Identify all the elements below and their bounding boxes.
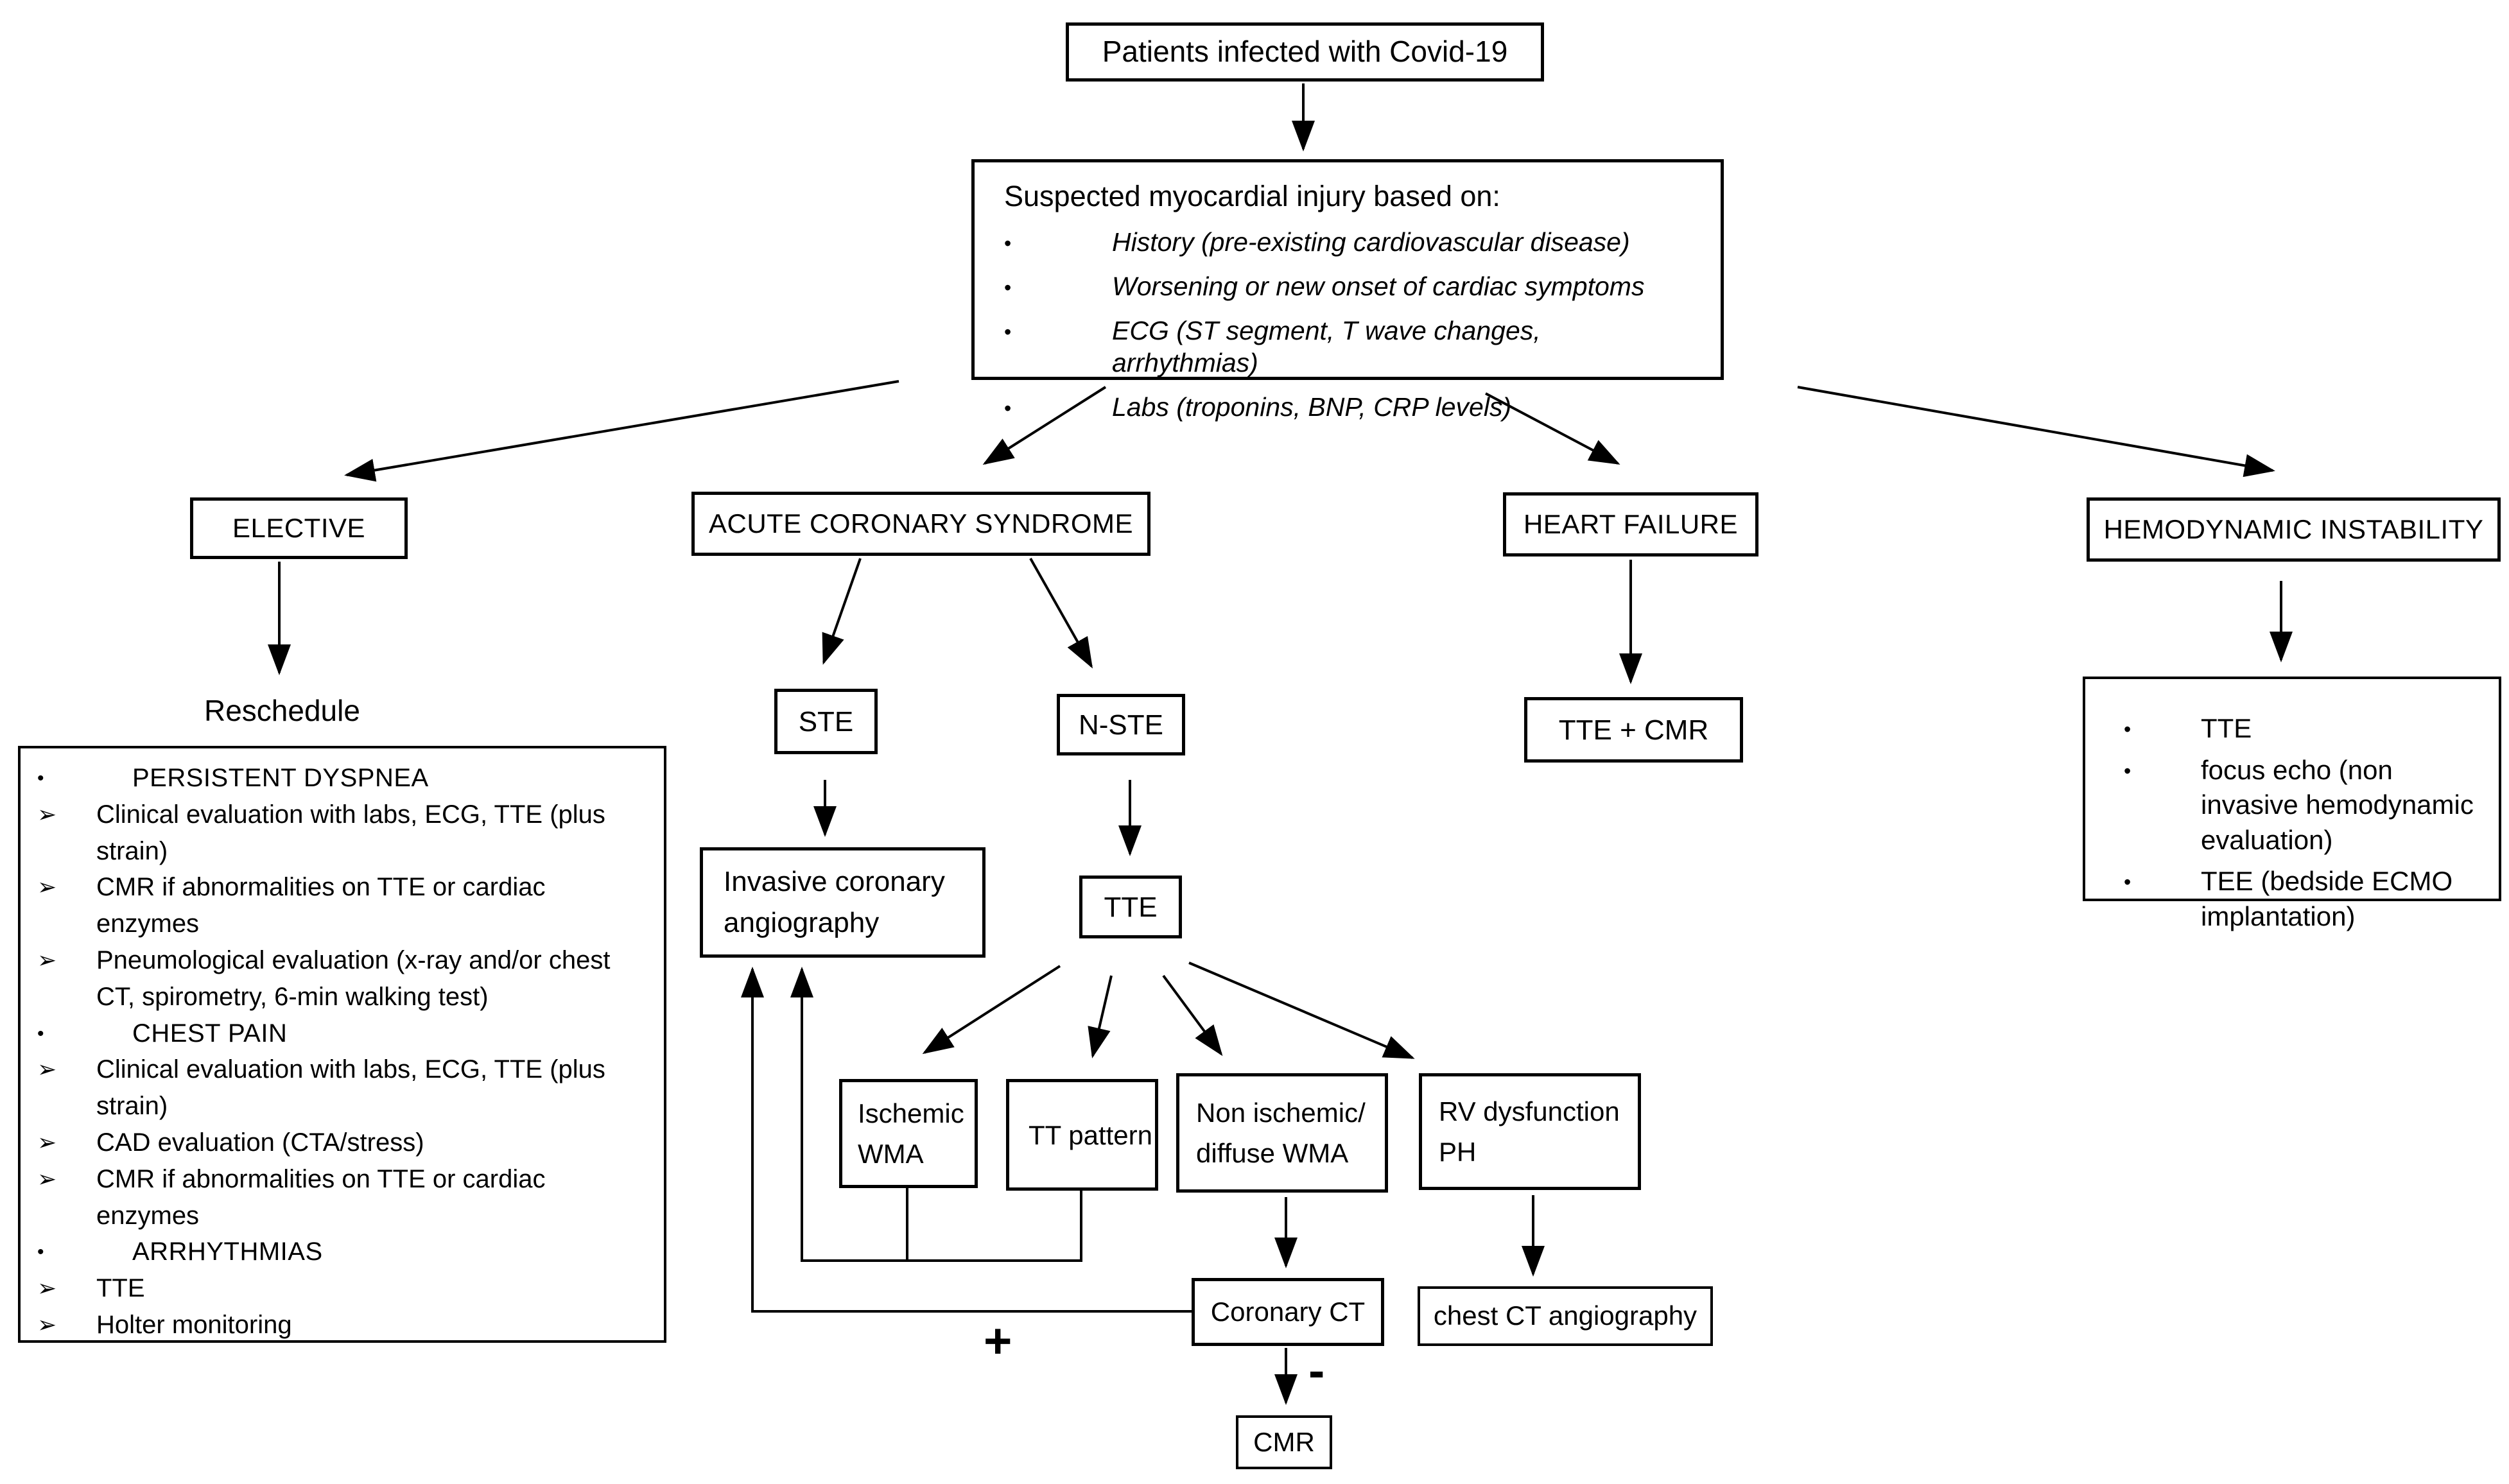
node-coronary-ct: Coronary CT [1192,1278,1384,1346]
chevron-marker-icon: ➢ [37,1056,57,1083]
arrow-suspected-to-heart-failure [1485,392,1620,465]
list-item-text: PERSISTENT DYSPNEA [132,764,429,792]
arrow-acs-to-ste [822,558,862,665]
list-item: • CHEST PAIN [37,1015,650,1052]
list-item-text: Holter monitoring [96,1310,292,1339]
arrow-suspected-to-hemodynamic-instability [1797,386,2275,478]
bullet-marker-icon: • [1004,232,1012,255]
arrow-acs-to-nste [1029,558,1093,669]
list-item: • TEE (bedside ECMO implantation) [2124,864,2482,934]
node-patients: Patients infected with Covid-19 [1066,22,1544,82]
list-item: ➢ CMR if abnormalities on TTE or cardiac … [37,869,650,942]
arrow-suspected-to-acs [982,386,1107,465]
node-tt-pattern: TT pattern [1006,1079,1158,1191]
chevron-marker-icon: ➢ [37,1165,57,1192]
bullet-marker-icon: • [37,1241,44,1263]
list-item-text: Pneumological evaluation (x-ray and/or c… [96,945,611,1011]
list-item: • PERSISTENT DYSPNEA [37,760,650,797]
node-rv-dysfunction: RV dysfunction PH [1419,1073,1641,1190]
list-item-text: Clinical evaluation with labs, ECG, TTE … [96,1055,605,1121]
node-ischemic-wma: Ischemic WMA [839,1079,978,1188]
bullet-marker-icon: • [2124,759,2131,782]
list-item: ➢ Pneumological evaluation (x-ray and/or … [37,942,650,1015]
node-ste: STE [774,689,878,754]
node-acs: ACUTE CORONARY SYNDROME [691,492,1150,556]
bullet-marker-icon: • [1004,397,1012,420]
node-elective-detail: • PERSISTENT DYSPNEA ➢ Clinical evaluation … [18,746,666,1343]
arrow-tte-to-rv-dysfunction [1188,962,1415,1059]
node-nste: N-STE [1057,694,1185,755]
arrow-suspected-to-elective [344,380,899,482]
arrow-tte-to-tt-pattern [1088,975,1113,1058]
label-reschedule: Reschedule [204,694,360,727]
node-heart-failure: HEART FAILURE [1503,492,1758,556]
list-item-text: Labs (troponins, BNP, CRP levels) [1112,392,1512,422]
list-item: • Worsening or new onset of cardiac sympt… [1004,270,1691,302]
list-item: ➢ CMR if abnormalities on TTE or cardiac … [37,1161,650,1234]
node-suspected: Suspected myocardial injury based on: • H… [971,159,1724,422]
arrow-tte-to-ischemic-wma [922,965,1061,1055]
list-item: • Labs (troponins, BNP, CRP levels) [1004,391,1691,423]
list-item-text: Clinical evaluation with labs, ECG, TTE … [96,800,605,865]
arrow-tte-to-non-ischemic-wma [1162,974,1223,1057]
label-coronary-ct-positive: + [984,1314,1012,1368]
node-invasive-angiography: Invasive coronary angiography [700,847,985,958]
node-chest-ct-angiography: chest CT angiography [1418,1286,1713,1346]
node-cmr: CMR [1236,1415,1332,1469]
list-item-text: CMR if abnormalities on TTE or cardiac e… [96,1164,546,1230]
list-item-text: Worsening or new onset of cardiac sympto… [1112,272,1645,302]
list-item-text: TEE (bedside ECMO implantation) [2201,866,2453,931]
bullet-marker-icon: • [37,1022,44,1044]
list-item-text: CAD evaluation (CTA/stress) [96,1128,424,1157]
chevron-marker-icon: ➢ [37,1275,57,1302]
list-item-text: TTE [96,1274,145,1303]
node-tte-cmr: TTE + CMR [1524,697,1743,763]
list-item-text: CMR if abnormalities on TTE or cardiac e… [96,873,546,938]
list-item-text: CHEST PAIN [132,1019,288,1048]
path-coronary-ct-positive-to-invasive [741,967,1192,1313]
chevron-marker-icon: ➢ [37,946,57,973]
suspected-criteria-list: • History (pre-existing cardiovascular di… [1004,226,1691,423]
bullet-marker-icon: • [2124,718,2131,741]
elective-detail-list: • PERSISTENT DYSPNEA ➢ Clinical evaluation … [37,760,650,1343]
list-item: • ARRHYTHMIAS [37,1234,650,1270]
list-item: ➢ CAD evaluation (CTA/stress) [37,1125,650,1161]
chevron-marker-icon: ➢ [37,800,57,827]
hemodynamic-detail-list: • TTE • focus echo (non invasive hemodynami… [2124,711,2482,935]
list-item: ➢ Holter monitoring [37,1307,650,1343]
chevron-marker-icon: ➢ [37,1311,57,1338]
list-item: ➢ Clinical evaluation with labs, ECG, TTE… [37,797,650,870]
list-item-text: TTE [2201,713,2252,743]
list-item: ➢ TTE [37,1270,650,1307]
node-non-ischemic-wma: Non ischemic/ diffuse WMA [1176,1073,1388,1193]
list-item: ➢ Clinical evaluation with labs, ECG, TTE… [37,1051,650,1125]
node-tte: TTE [1079,876,1182,938]
list-item-text: focus echo (non invasive hemodynamic eva… [2201,754,2474,855]
list-item-text: ECG (ST segment, T wave changes, arrhyth… [1112,316,1541,378]
list-item: • TTE [2124,711,2482,746]
chevron-marker-icon: ➢ [37,1128,57,1155]
label-coronary-ct-negative: - [1308,1343,1325,1398]
list-item-text: History (pre-existing cardiovascular dis… [1112,227,1630,257]
chevron-marker-icon: ➢ [37,874,57,901]
bullet-marker-icon: • [37,768,44,789]
node-hemodynamic-instability: HEMODYNAMIC INSTABILITY [2087,497,2501,562]
list-item: • History (pre-existing cardiovascular di… [1004,226,1691,258]
node-hemodynamic-detail: • TTE • focus echo (non invasive hemodynami… [2083,677,2501,931]
bullet-marker-icon: • [1004,276,1012,300]
list-item: • ECG (ST segment, T wave changes, arrhyt… [1004,315,1691,379]
node-elective: ELECTIVE [190,497,408,559]
path-wma-ttpattern-to-invasive [802,969,1082,1262]
suspected-heading: Suspected myocardial injury based on: [1004,180,1500,212]
bullet-marker-icon: • [1004,320,1012,344]
list-item: • focus echo (non invasive hemodynamic ev… [2124,753,2482,858]
list-item-text: ARRHYTHMIAS [132,1238,323,1266]
bullet-marker-icon: • [2124,870,2131,894]
